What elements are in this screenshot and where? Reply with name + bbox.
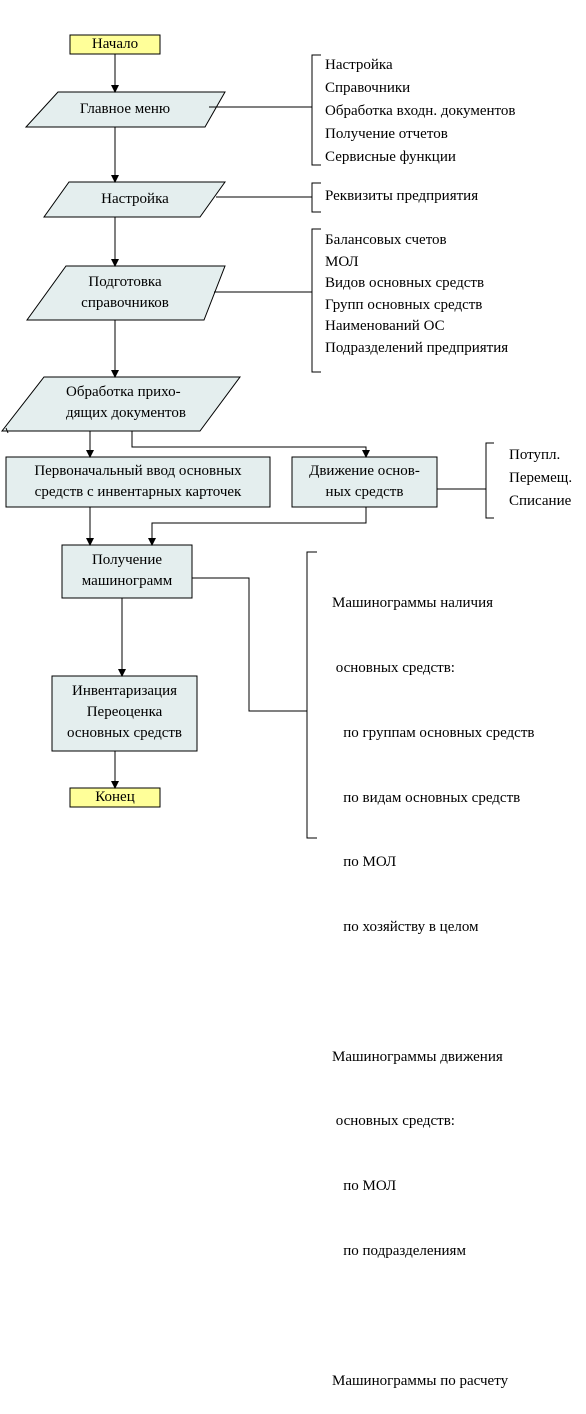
inventory-line: Переоценка [86, 704, 163, 720]
reports-line: Получение [91, 552, 163, 568]
note-item: Подразделений предприятия [325, 339, 509, 356]
note-item: Перемещ. [509, 470, 573, 486]
note-item: основных средств: [332, 1113, 455, 1130]
note-item: основных средств: [332, 659, 455, 676]
bracket-movement [485, 442, 494, 519]
bracket-reports [306, 551, 317, 839]
initial-input-label: Первоначальный ввод основных средств с и… [6, 461, 270, 503]
incoming-label-line: дящих документов [66, 405, 186, 421]
reports-line: машинограмм [81, 573, 173, 589]
setup-parallelogram [43, 181, 226, 218]
main-menu-parallelogram [24, 91, 226, 128]
note-item: Обработка входн. документов [325, 103, 516, 119]
reports-notes: Машинограммы наличия основных средств: п… [332, 550, 534, 1414]
note-item: Машинограммы движения [332, 1048, 503, 1065]
note-item: МОЛ [325, 253, 359, 270]
note-item: по видам основных средств [332, 789, 521, 806]
note-item: по группам основных средств [332, 724, 535, 741]
bracket-setup [311, 182, 321, 213]
initial-input-line: средств с инвентарных карточек [34, 484, 242, 500]
note-item: Групп основных средств [325, 296, 483, 313]
reports-block [61, 544, 193, 599]
note-item: Настройка [325, 57, 393, 73]
note-item: Реквизиты предприятия [325, 188, 479, 204]
bracket-prep [311, 228, 321, 373]
incoming-label-line: Обработка прихо- [66, 384, 181, 400]
note-item: по МОЛ [332, 1178, 397, 1195]
note-item: Балансовых счетов [325, 232, 447, 248]
connector-reports [192, 577, 307, 712]
note-item: по МОЛ [332, 854, 397, 871]
note-item: Наименований ОС [325, 318, 445, 335]
movement-label: Движение основ- ных средств [292, 461, 437, 503]
reports-label: Получение машинограмм [62, 550, 192, 592]
inventory-line: основных средств [66, 725, 183, 741]
note-item: Машинограммы наличия [332, 595, 494, 612]
start-label: Начало [91, 36, 139, 52]
inventory-line: Инвентаризация [72, 683, 177, 699]
initial-input-block [5, 456, 271, 508]
setup-label: Настройка [101, 191, 169, 207]
incoming-label: Обработка прихо- дящих документов [66, 382, 186, 424]
prep-parallelogram [26, 265, 226, 321]
note-item: Списание [509, 493, 572, 509]
incoming-parallelogram [0, 376, 241, 432]
movement-line: ных средств [325, 484, 404, 500]
prep-label-line: справочников [81, 295, 169, 311]
arrow-incoming-movement [131, 431, 370, 458]
movement-line: Движение основ- [309, 463, 420, 479]
note-item: Справочники [325, 80, 411, 96]
end-label: Конец [95, 789, 135, 805]
tick-mark [5, 427, 9, 434]
note-item: Потупл. [509, 447, 561, 463]
note-item: Видов основных средств [325, 275, 485, 292]
inventory-label: Инвентаризация Переоценка основных средс… [52, 681, 197, 744]
setup-notes: Реквизиты предприятия [325, 186, 478, 208]
prep-label-line: Подготовка [88, 274, 162, 290]
main-menu-notes: Настройка Справочники Обработка входн. д… [325, 54, 515, 169]
prep-label: Подготовка справочников [40, 272, 210, 314]
movement-notes: Потупл. Перемещ. Списание [509, 444, 572, 513]
note-item: Сервисные функции [325, 149, 456, 165]
bracket-menu [311, 54, 321, 166]
note-item: Получение отчетов [325, 126, 448, 142]
initial-input-line: Первоначальный ввод основных [34, 463, 242, 479]
note-item: Машинограммы по расчету [332, 1372, 509, 1389]
note-item: по подразделениям [332, 1243, 466, 1259]
flowchart-diagram [0, 34, 494, 839]
note-item [332, 982, 534, 1004]
note-item [332, 1306, 534, 1328]
main-menu-label: Главное меню [79, 101, 171, 117]
prep-notes: Балансовых счетов МОЛ Видов основных сре… [325, 230, 508, 360]
arrow-movement-reports [148, 507, 367, 546]
note-item: по хозяйству в целом [332, 919, 479, 936]
